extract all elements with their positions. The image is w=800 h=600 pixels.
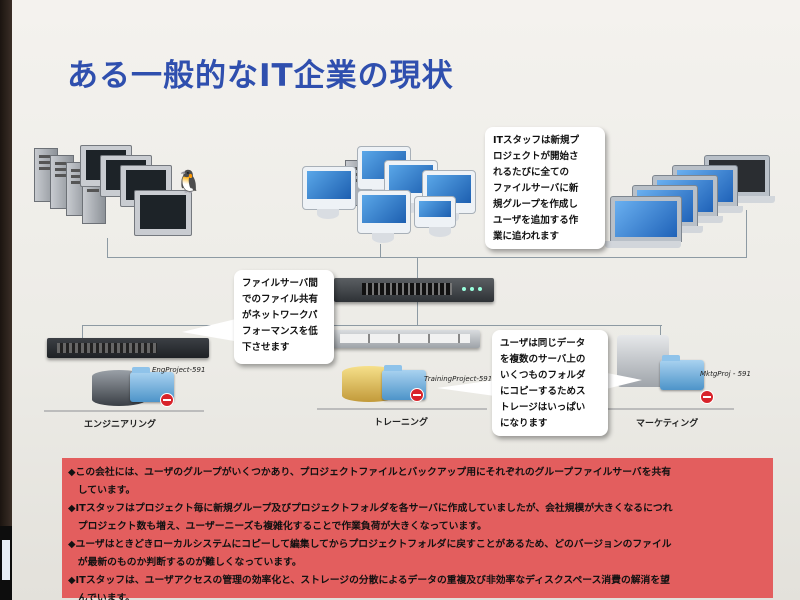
summary-line: ◆ITスタッフはプロジェクト毎に新規グループ及びプロジェクトフォルダを各サーバに… (68, 503, 673, 514)
projector-edge (0, 0, 12, 600)
summary-line: ◆この会社には、ユーザのグループがいくつかあり、プロジェクトファイルとバックアッ… (68, 467, 672, 478)
callout-tail (182, 318, 240, 342)
network-line (107, 238, 108, 258)
network-line-top (107, 257, 747, 258)
network-line (380, 244, 381, 258)
callout-tail (437, 380, 495, 396)
linux-penguin-icon: 🐧 (175, 170, 203, 195)
department-label-training: トレーニング (374, 418, 429, 428)
folder-label: TrainingProject-591 (424, 375, 493, 383)
summary-line: んでいます。 (68, 593, 136, 600)
crt-monitor (134, 190, 192, 236)
network-line-bottom (82, 325, 662, 326)
imac-computer (302, 166, 356, 219)
summary-line: プロジェクト数も増え、ユーザーニーズも複雑化することで作業負荷が大きくなっていま… (68, 521, 487, 532)
network-line (417, 302, 418, 326)
callout-storage: ユーザは同じデータ を複数のサーバ上の いくつものフォルダ にコピーするためス … (492, 330, 608, 436)
summary-box: ◆この会社には、ユーザのグループがいくつかあり、プロジェクトファイルとバックアッ… (62, 458, 773, 600)
department-label-engineering: エンジニアリング (84, 420, 157, 430)
network-line (746, 210, 747, 258)
laptop (605, 196, 682, 248)
rack-server (47, 338, 209, 358)
presentation-slide: ある一般的なIT企業の現状 🐧 (12, 0, 800, 600)
summary-line: しています。 (68, 485, 136, 496)
no-entry-icon (160, 393, 174, 407)
summary-line: ◆ITスタッフは、ユーザアクセスの管理の効率化と、ストレージの分散によるデータの… (68, 575, 670, 586)
department-baseline (604, 408, 734, 410)
callout-it-staff: ITスタッフは新規プ ロジェクトが開始さ れるたびに全ての ファイルサーバに新 … (485, 127, 605, 249)
no-entry-icon (700, 390, 714, 404)
callout-file-sharing: ファイルサーバ間 でのファイル共有 がネットワークパ フォーマンスを低 下させま… (234, 270, 334, 364)
network-line (82, 325, 83, 339)
network-switch (334, 278, 494, 302)
no-entry-icon (410, 388, 424, 402)
callout-tail (602, 372, 642, 390)
network-line (417, 258, 418, 280)
department-baseline (317, 408, 487, 410)
imac-computer (414, 196, 456, 237)
folder-label: MktgProj - 591 (700, 370, 751, 378)
imac-computer (357, 190, 411, 243)
department-label-marketing: マーケティング (636, 419, 699, 429)
folder-icon (660, 355, 704, 390)
summary-line: が最新のものか判断するのが難しくなっています。 (68, 557, 302, 568)
folder-label: EngProject-591 (152, 366, 206, 374)
foreground-device (0, 526, 14, 600)
storage-enclosure (332, 330, 480, 348)
network-line (660, 325, 661, 339)
summary-line: ◆ユーザはときどきローカルシステムにコピーして編集してからプロジェクトフォルダに… (68, 539, 672, 550)
slide-title: ある一般的なIT企業の現状 (67, 58, 454, 94)
department-baseline (44, 410, 204, 412)
